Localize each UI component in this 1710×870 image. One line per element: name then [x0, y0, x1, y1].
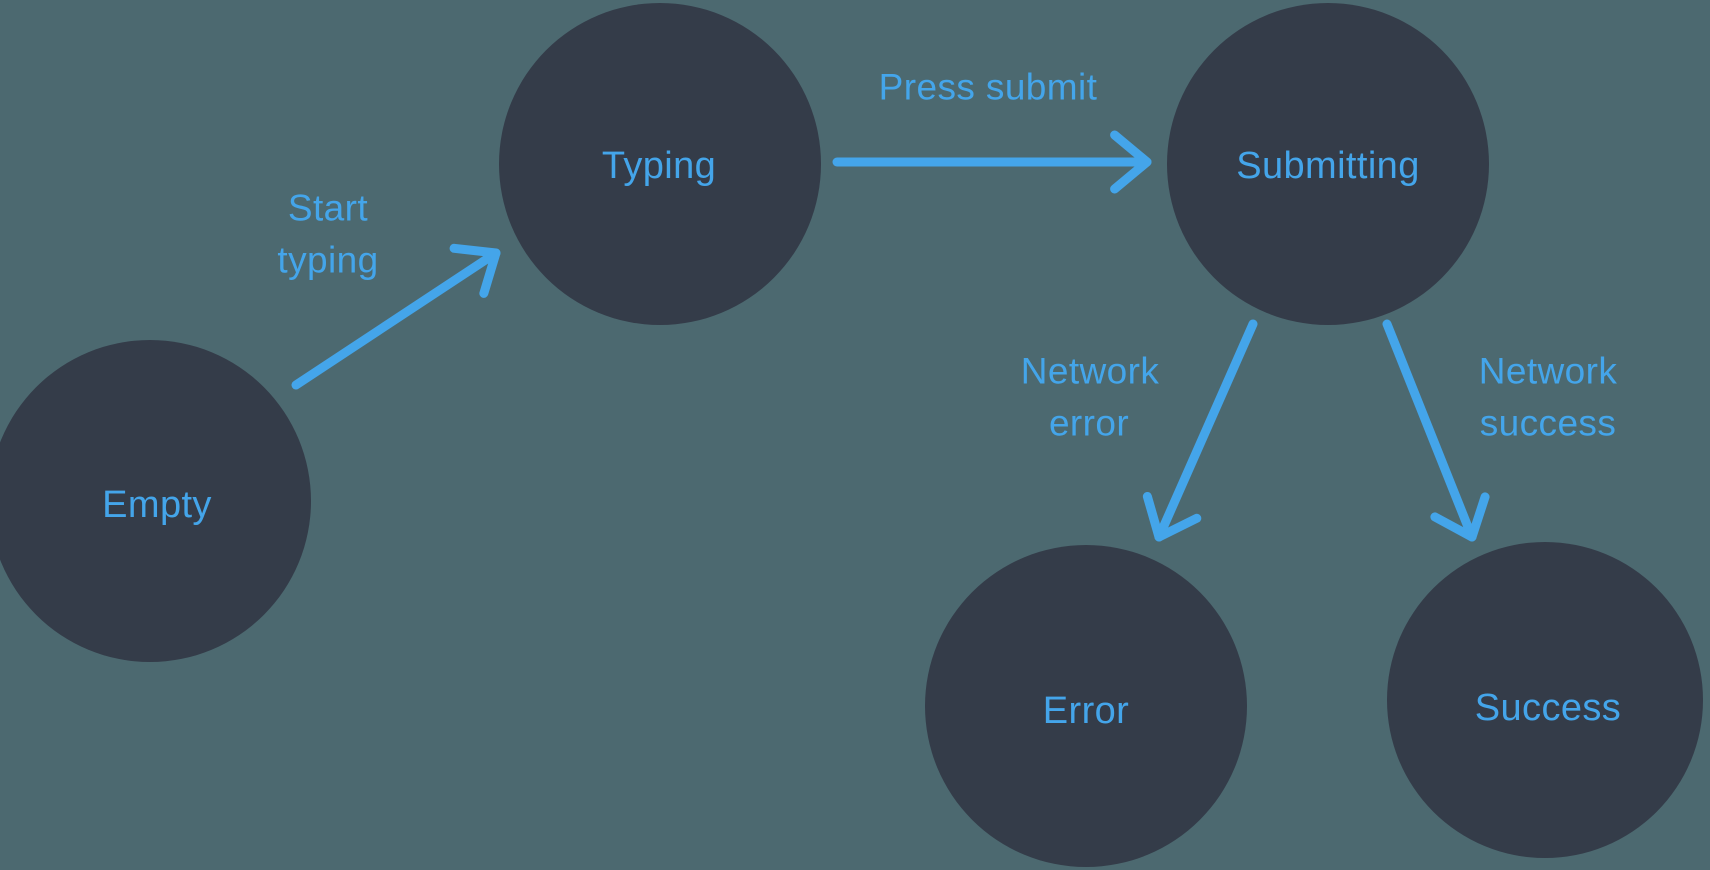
transition-label-press-submit: Press submit — [879, 67, 1098, 108]
transition-label-network-error-line2: error — [1049, 403, 1129, 444]
state-node-submitting — [1167, 3, 1489, 325]
state-label-typing: Typing — [602, 145, 716, 187]
transition-label-network-error-line1: Network — [1021, 351, 1160, 392]
state-label-success: Success — [1475, 687, 1621, 729]
state-label-empty: Empty — [102, 484, 212, 526]
state-node-success — [1387, 542, 1703, 858]
transition-arrow-submitting-to-error — [1142, 319, 1258, 542]
state-label-submitting: Submitting — [1236, 145, 1420, 187]
state-node-typing — [499, 3, 821, 325]
state-node-empty — [0, 340, 311, 662]
transition-label-start-typing-line2: typing — [277, 240, 378, 281]
transition-label-network-success-line1: Network — [1479, 351, 1618, 392]
transition-arrow-empty-to-typing — [291, 243, 501, 390]
transition-label-network-success-line2: success — [1480, 403, 1616, 444]
transition-arrow-submitting-to-success — [1382, 319, 1490, 542]
state-label-error: Error — [1043, 690, 1129, 732]
transition-label-start-typing-line1: Start — [288, 188, 368, 229]
state-node-error — [925, 545, 1247, 867]
